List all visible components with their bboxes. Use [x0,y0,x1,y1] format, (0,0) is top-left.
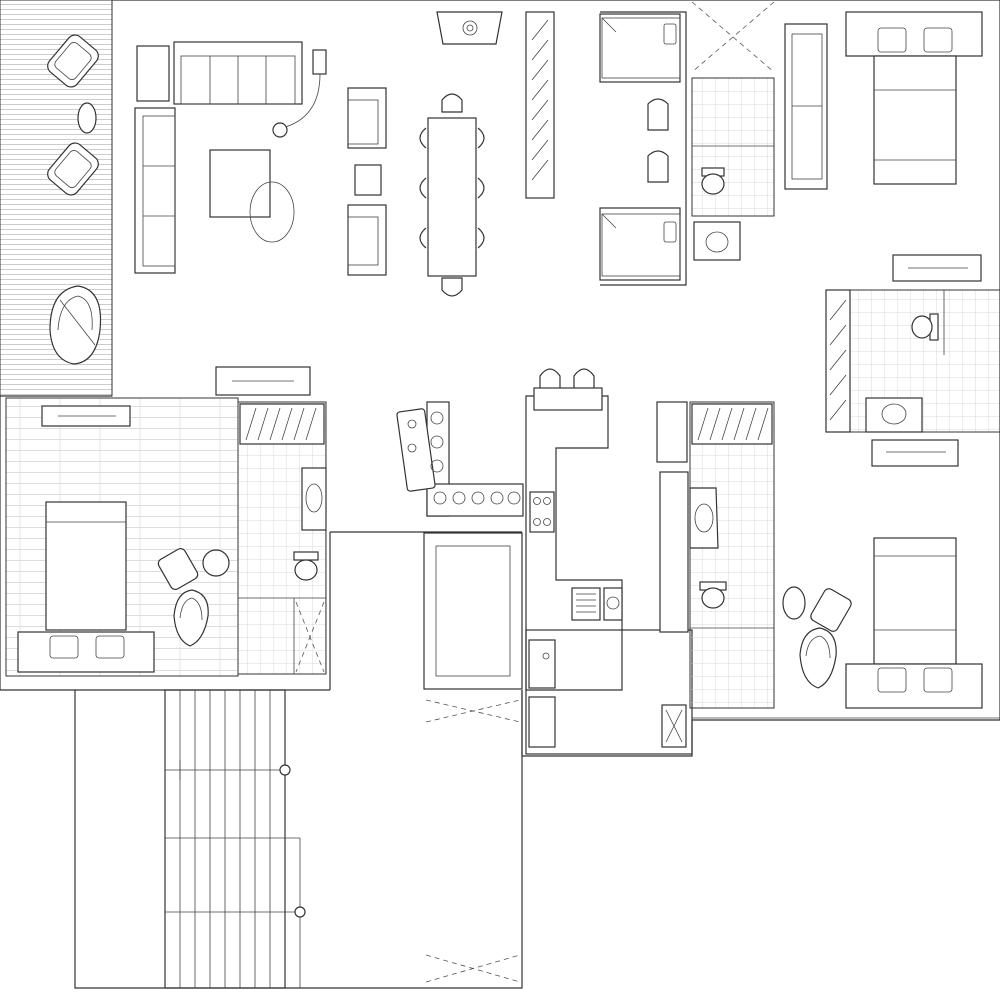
double-bed-top-right [845,11,983,185]
armchair-dining-top [347,87,387,149]
kitchen-island [396,401,524,517]
shelf-top-right [892,254,982,282]
wardrobe-top [525,11,555,199]
armchair-living [136,45,170,102]
bathroom-lower-middle [689,401,775,709]
cooktop [529,491,555,533]
bedroom-left [5,366,311,677]
round-rug [249,181,295,243]
round-chair-bottom-right [799,627,837,689]
oven [571,587,601,621]
ottoman [354,164,382,196]
side-table-terrace [77,102,97,134]
dining-area [347,11,503,297]
toilet-top-middle [701,167,725,195]
round-chair-bedroom-left [173,589,209,647]
bathroom-right [825,289,1000,467]
washbasin-right [865,397,923,433]
double-bed-bottom-right [845,537,983,709]
shelf-right [871,439,959,467]
round-armchair-terrace [49,285,102,365]
shelf-bedroom-left-top [215,366,311,396]
side-table-living [312,49,327,75]
living-room [134,41,327,274]
lounge-chair-top [47,34,99,88]
utility-area [525,471,693,755]
bedroom-bottom-right [782,537,983,709]
courtyard-pool [423,532,523,690]
washbasin-lower-middle [689,487,719,549]
shelf-bedroom-left [41,405,131,427]
washbasin-top-middle [693,221,741,261]
utility-sink [661,704,687,748]
toilet-left [293,551,319,581]
sofa-top-right [784,23,828,190]
sink-kitchen [603,587,623,621]
lounge-chair-bottom-right [810,588,852,632]
open-courtyard [423,532,523,983]
toilet-right [911,313,939,341]
side-table-bedroom-left [202,549,230,577]
bathroom-top-middle [691,1,775,261]
armchair-dining-bottom [347,204,387,276]
coffee-table [209,149,271,218]
side-table-bottom-right [782,586,806,620]
tall-cabinet [656,401,688,463]
double-bed-left [17,501,155,673]
bedroom-top-middle [599,11,687,286]
toilet-lower-middle [699,581,727,609]
bathroom-left [237,401,327,675]
staircase [164,689,306,989]
washbasin-left [301,467,327,531]
shower-x [691,1,775,73]
sofa-top [173,41,303,105]
single-bed-bottom [599,207,681,281]
sofa-left [134,107,176,274]
lounge-chair-middle [47,142,99,196]
floor-lamp [272,122,288,138]
dining-table [427,117,477,277]
washing-machine [528,639,556,689]
kitchen [396,368,688,691]
shower-x-left [295,601,325,673]
lounge-chair-bedroom-left [157,548,199,590]
chairs-between-beds [647,98,669,183]
bedroom-top-right [845,11,983,282]
dining-chairs [419,93,485,297]
floor-lamp-arc [281,73,321,129]
dryer [528,696,556,748]
console-table [436,11,503,45]
bar-stools [533,368,603,411]
single-bed-top [599,13,681,83]
terrace [0,0,113,397]
